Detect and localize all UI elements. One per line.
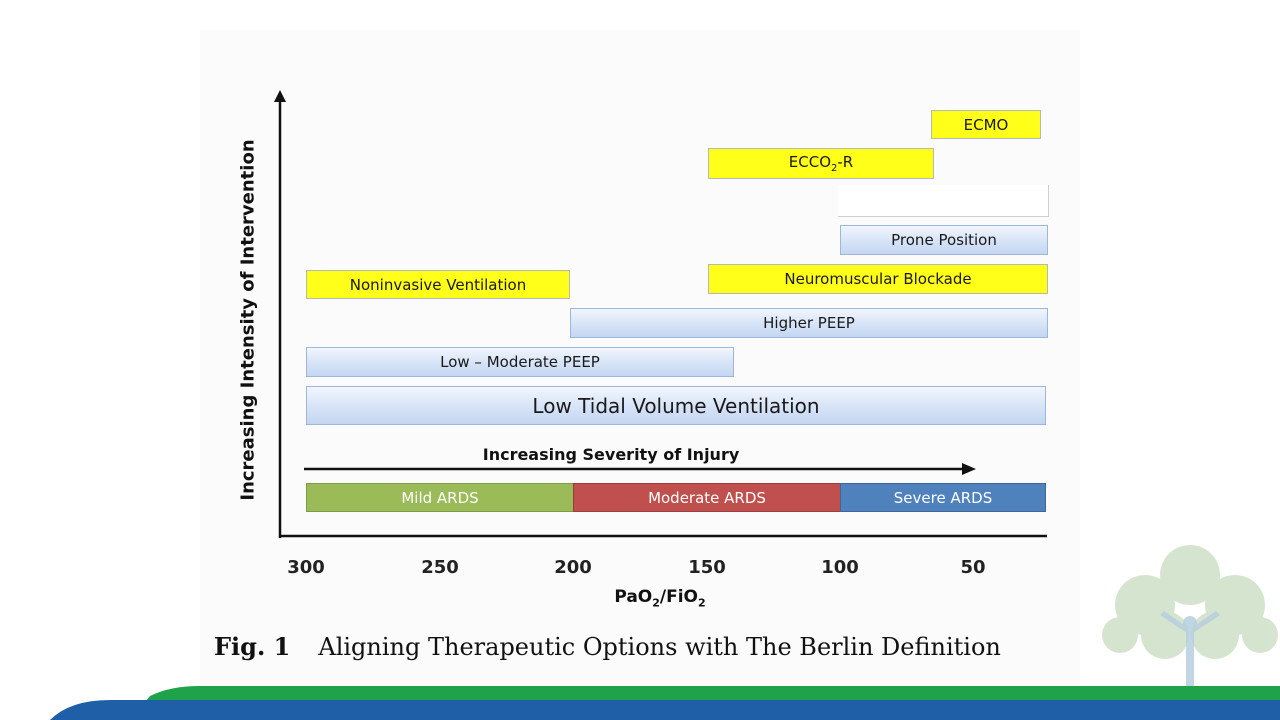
severe-ards-label: Severe ARDS [893, 488, 993, 507]
moderate-ards-label: Moderate ARDS [648, 488, 766, 507]
neuromuscular-blockade-bar: Neuromuscular Blockade [708, 264, 1048, 294]
eccor-bar: ECCO2-R [708, 148, 934, 179]
low-tidal-volume-bar: Low Tidal Volume Ventilation [306, 386, 1046, 425]
x-tick: 250 [421, 557, 459, 578]
low-tidal-volume-label: Low Tidal Volume Ventilation [532, 393, 820, 418]
noninvasive-ventilation-label: Noninvasive Ventilation [349, 275, 527, 294]
y-axis-label: Increasing Intensity of Intervention [237, 139, 259, 501]
low-moderate-peep-label: Low – Moderate PEEP [440, 353, 600, 371]
x-axis-line [279, 534, 1047, 538]
eccor-label: ECCO2-R [788, 153, 854, 174]
caption-text: Aligning Therapeutic Options with The Be… [318, 633, 1001, 661]
x-tick: 200 [554, 557, 592, 578]
x-tick: 50 [960, 557, 986, 578]
neuromuscular-blockade-label: Neuromuscular Blockade [784, 270, 972, 288]
ecmo-bar: ECMO [931, 110, 1041, 139]
severity-arrow [304, 463, 976, 475]
caption-label: Fig. 1 [214, 632, 291, 661]
figure-caption: Fig. 1 Aligning Therapeutic Options with … [214, 632, 1001, 661]
severity-arrow-label: Increasing Severity of Injury [482, 445, 740, 464]
x-axis-label: PaO2/FiO2 [614, 587, 706, 610]
low-moderate-peep-bar: Low – Moderate PEEP [306, 347, 734, 377]
x-tick: 150 [688, 557, 726, 578]
prone-position-bar: Prone Position [840, 225, 1048, 255]
higher-peep-bar: Higher PEEP [570, 308, 1048, 338]
higher-peep-label: Higher PEEP [763, 314, 855, 332]
tree-of-life-watermark-icon [1102, 545, 1278, 695]
x-tick: 300 [287, 557, 325, 578]
x-tick: 100 [821, 557, 859, 578]
blank-box [838, 185, 1049, 217]
ecmo-label: ECMO [963, 115, 1009, 134]
y-axis-arrow [274, 90, 286, 538]
moderate-ards-band: Moderate ARDS [573, 483, 841, 512]
noninvasive-ventilation-bar: Noninvasive Ventilation [306, 270, 570, 299]
footer-decoration [50, 686, 1280, 720]
mild-ards-band: Mild ARDS [306, 483, 574, 512]
prone-position-label: Prone Position [891, 231, 997, 249]
mild-ards-label: Mild ARDS [401, 488, 479, 507]
severe-ards-band: Severe ARDS [840, 483, 1046, 512]
